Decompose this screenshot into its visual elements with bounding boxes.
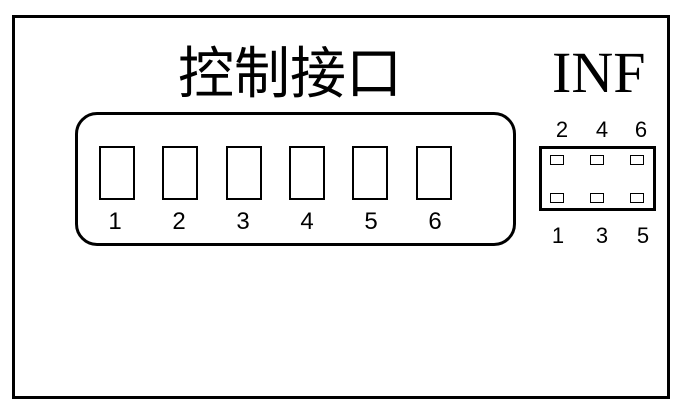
control-pin-label: 6: [428, 208, 442, 235]
inf-pin-2: [550, 155, 564, 165]
inf-pin-label-top: 4: [595, 117, 609, 142]
control-pin-5-slot: [352, 146, 388, 200]
inf-pin-1: [550, 193, 564, 203]
inf-connector-box: [539, 146, 656, 211]
inf-connector-title: INF: [552, 40, 646, 105]
inf-pin-label-bottom: 1: [551, 223, 565, 248]
inf-pin-6: [630, 155, 644, 165]
control-pin-6-slot: [416, 146, 452, 200]
control-pin-1-slot: [99, 146, 135, 200]
control-pin-label: 4: [300, 208, 314, 235]
inf-pin-3: [590, 193, 604, 203]
control-interface-housing: [75, 112, 516, 246]
control-pin-3-slot: [226, 146, 262, 200]
control-pin-label: 5: [364, 208, 378, 235]
control-pin-label: 2: [172, 208, 186, 235]
inf-pin-label-bottom: 3: [595, 223, 609, 248]
control-pin-label: 3: [236, 208, 250, 235]
inf-pin-label-top: 6: [634, 117, 648, 142]
control-pin-label: 1: [108, 208, 122, 235]
inf-pin-label-bottom: 5: [636, 223, 650, 248]
control-interface-title: 控制接口: [178, 42, 402, 107]
control-pin-4-slot: [289, 146, 325, 200]
inf-pin-5: [630, 193, 644, 203]
inf-pin-label-top: 2: [555, 117, 569, 142]
control-pin-2-slot: [162, 146, 198, 200]
device-panel: [12, 15, 670, 399]
inf-pin-4: [590, 155, 604, 165]
